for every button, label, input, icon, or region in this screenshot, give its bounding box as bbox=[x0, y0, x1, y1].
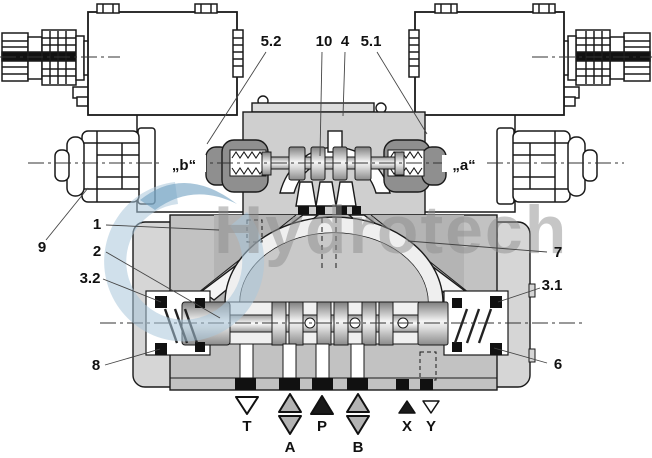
callout-5-1: 5.1 bbox=[361, 33, 382, 50]
port-T: T bbox=[235, 396, 259, 435]
triangle-up-gray-icon bbox=[278, 393, 302, 413]
triangle-up-solid-small-icon bbox=[398, 400, 416, 414]
triangle-down-gray-icon bbox=[278, 415, 302, 435]
side-labels: „b“ „a“ bbox=[162, 155, 486, 174]
port-X: X bbox=[398, 400, 416, 435]
centerlines bbox=[0, 56, 652, 324]
port-label-B: B bbox=[353, 439, 364, 456]
port-channels bbox=[239, 343, 365, 380]
pole-piece-left bbox=[205, 139, 269, 193]
side-label-a: „a“ bbox=[452, 157, 475, 174]
centering-spring-right bbox=[452, 296, 502, 355]
callout-3-2: 3.2 bbox=[80, 270, 101, 287]
callout-2: 2 bbox=[93, 243, 101, 260]
callout-7: 7 bbox=[554, 244, 562, 261]
side-label-b: „b“ bbox=[172, 157, 196, 174]
callout-10: 10 bbox=[316, 33, 333, 50]
port-Y: Y bbox=[422, 400, 440, 435]
triangle-down-open-icon bbox=[235, 396, 259, 415]
pilot-interface-seals bbox=[298, 206, 361, 215]
port-symbols: T A P B X Y bbox=[235, 393, 440, 456]
callout-6: 6 bbox=[554, 356, 562, 373]
callouts: 5.2 10 4 5.1 9 1 2 3.2 8 7 3.1 6 bbox=[38, 33, 563, 374]
port-B: B bbox=[346, 393, 370, 456]
triangle-down-gray-icon bbox=[346, 415, 370, 435]
watermark: Hydrotech bbox=[104, 182, 568, 342]
left-solenoid bbox=[1, 3, 244, 213]
port-label-X: X bbox=[402, 418, 412, 435]
callout-4: 4 bbox=[341, 33, 350, 50]
port-label-T: T bbox=[242, 418, 251, 435]
callout-3-1: 3.1 bbox=[542, 277, 563, 294]
watermark-text: Hydrotech bbox=[214, 192, 568, 268]
port-label-P: P bbox=[317, 418, 327, 435]
callout-1: 1 bbox=[93, 216, 101, 233]
right-solenoid bbox=[408, 3, 651, 213]
callout-8: 8 bbox=[92, 357, 100, 374]
triangle-down-open-small-icon bbox=[422, 400, 440, 414]
callout-9: 9 bbox=[38, 239, 46, 256]
port-label-Y: Y bbox=[426, 418, 436, 435]
leader-lines bbox=[45, 51, 548, 366]
triangle-up-gray-icon bbox=[346, 393, 370, 413]
swirl-logo-icon bbox=[104, 182, 265, 342]
port-A: A bbox=[278, 393, 302, 456]
port-label-A: A bbox=[285, 439, 296, 456]
main-valve bbox=[132, 214, 536, 391]
triangle-up-solid-icon bbox=[310, 395, 334, 415]
port-P: P bbox=[310, 395, 334, 435]
port-face-seals bbox=[235, 378, 433, 390]
callout-5-2: 5.2 bbox=[261, 33, 282, 50]
